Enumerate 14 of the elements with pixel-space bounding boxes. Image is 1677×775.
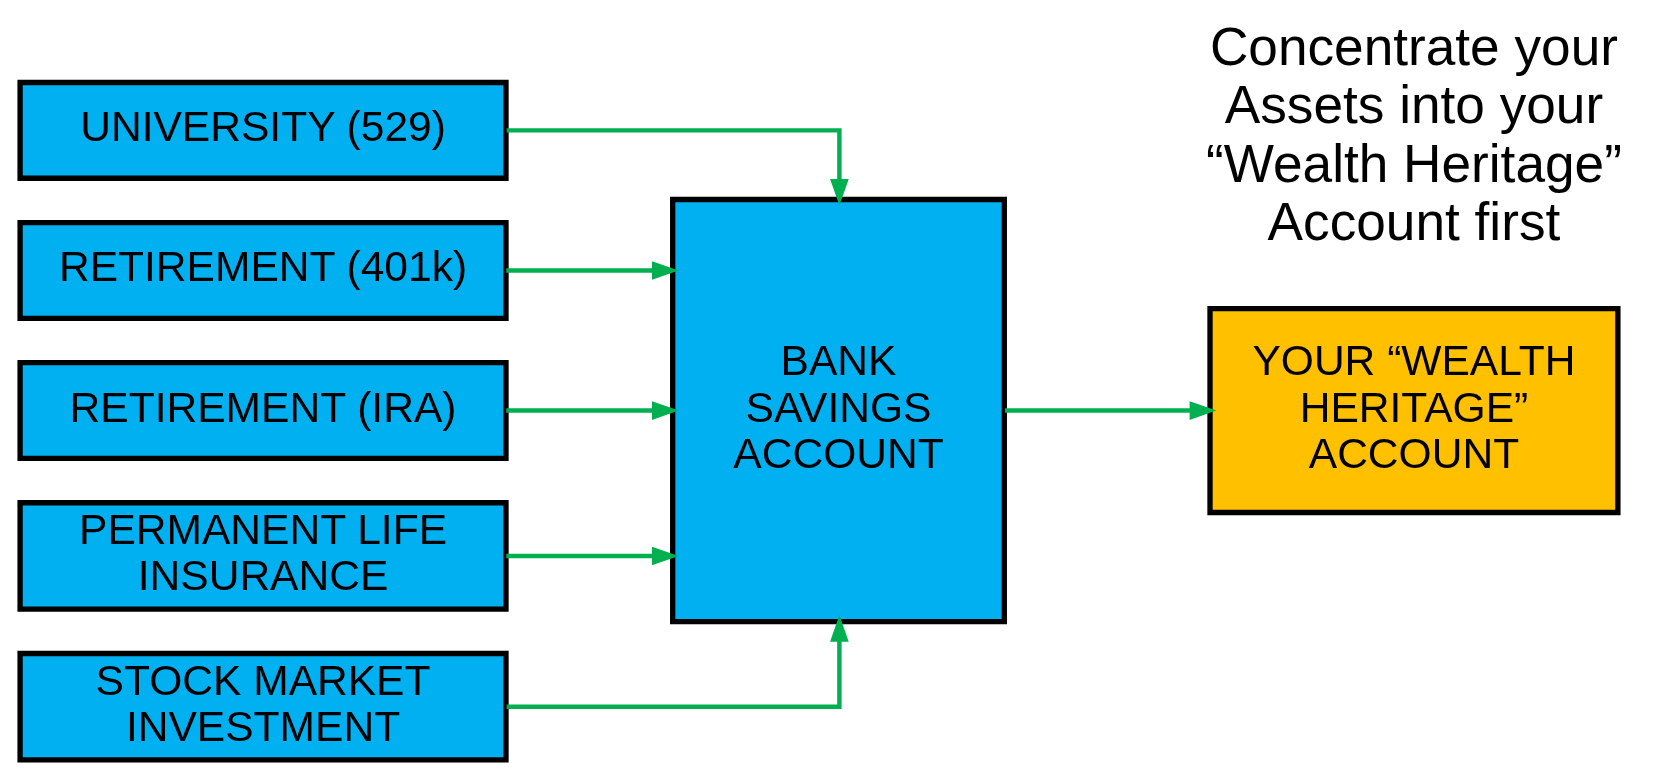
arrow xyxy=(506,615,849,709)
label: Concentrate your Assets into your “Wealth Heritage” Account first xyxy=(1206,16,1622,252)
node-box: UNIVERSITY (529) xyxy=(17,79,509,181)
arrow xyxy=(506,261,679,280)
node-box: BANK SAVINGS ACCOUNT xyxy=(670,196,1007,625)
arrow xyxy=(506,546,679,566)
arrow xyxy=(1004,401,1217,420)
node-box: PERMANENT LIFE INSURANCE xyxy=(17,500,509,612)
node-box: STOCK MARKET INVESTMENT xyxy=(17,650,509,763)
arrow xyxy=(506,128,849,206)
node-box: YOUR “WEALTH HERITAGE” ACCOUNT xyxy=(1207,305,1621,516)
node-box: RETIREMENT (IRA) xyxy=(17,360,509,462)
node-box: RETIREMENT (401k) xyxy=(17,219,509,321)
arrow xyxy=(506,401,679,420)
